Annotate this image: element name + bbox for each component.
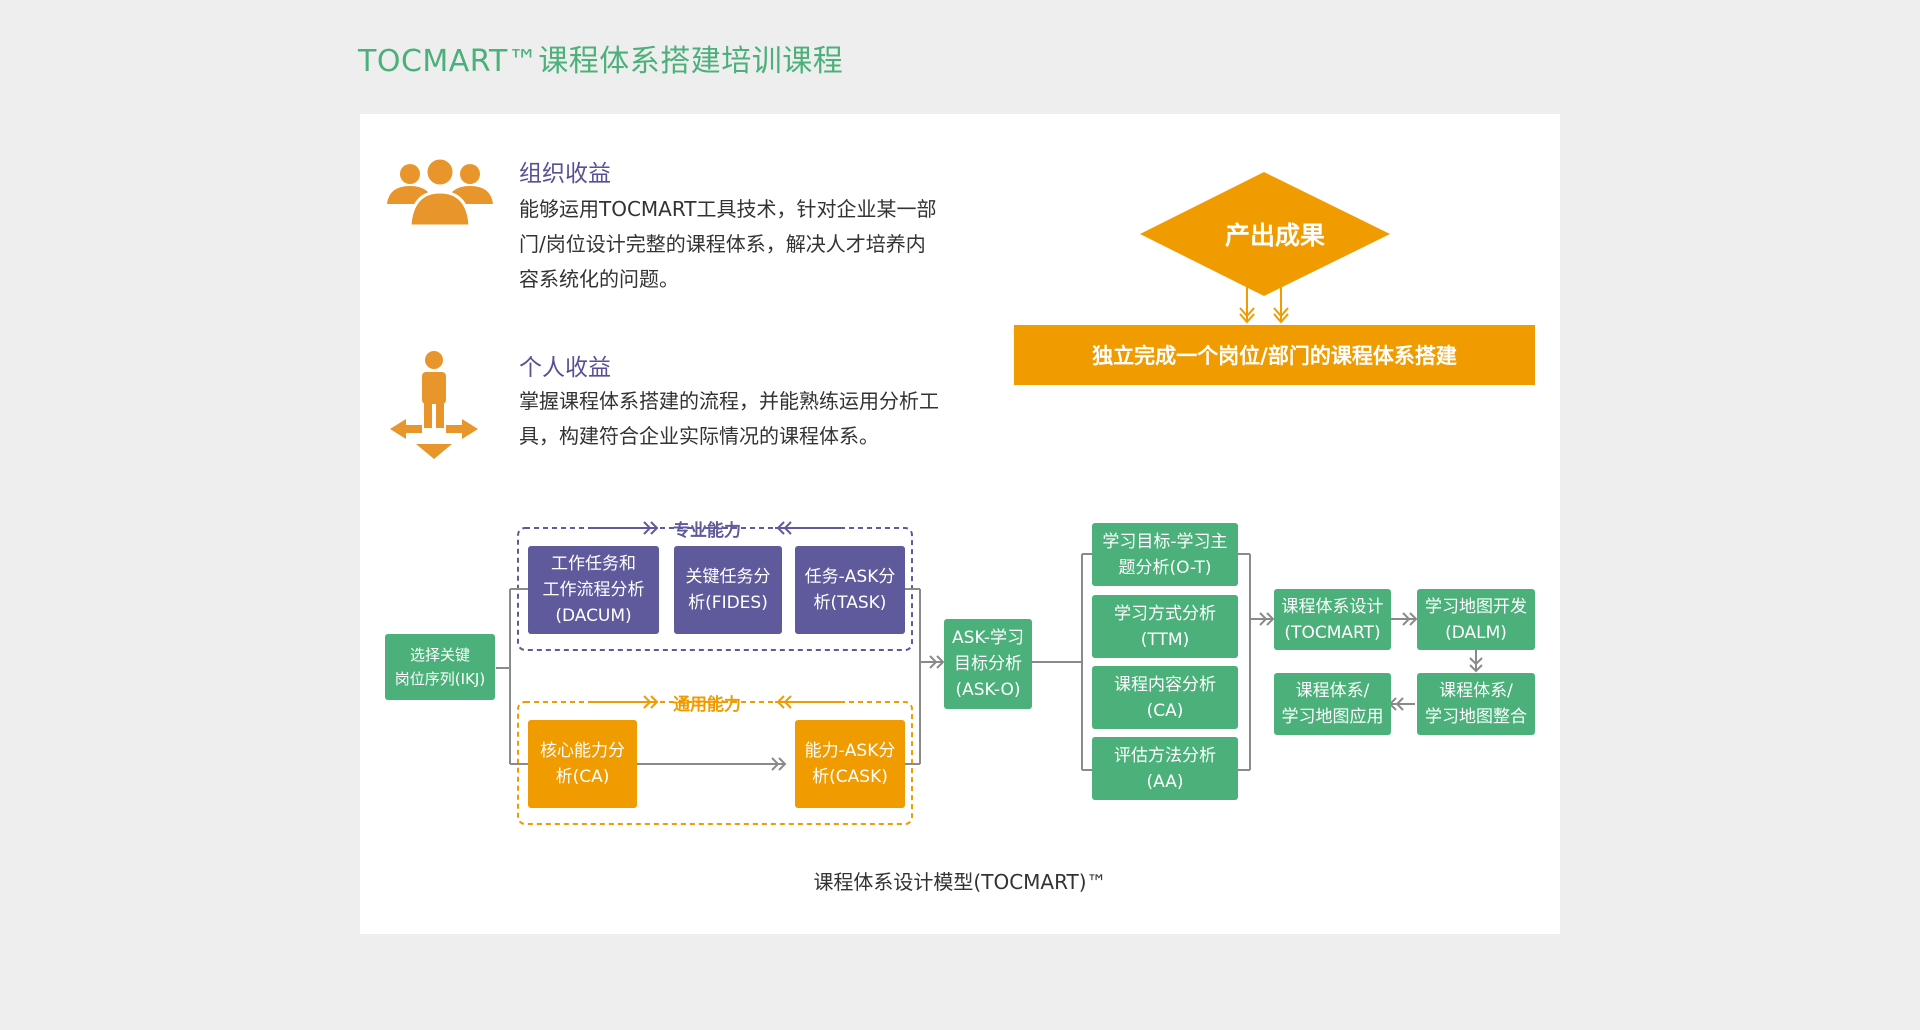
ttm-box-line: (TTM) <box>1140 629 1190 650</box>
org-benefit-line: 容系统化的问题。 <box>519 267 679 291</box>
integrate-box: 课程体系/ 学习地图整合 <box>1417 673 1535 735</box>
o-t-box-line: 学习目标-学习主 <box>1102 531 1228 552</box>
design-box-line: 课程体系设计 <box>1281 596 1384 617</box>
aa-box-line: (AA) <box>1146 771 1184 792</box>
o-t-box-line: 题分析(O-T) <box>1118 557 1212 578</box>
map-dev-box-line: (DALM) <box>1445 622 1507 643</box>
general-label-arrows <box>590 695 840 709</box>
dacum-box: 工作任务和 工作流程分析 (DACUM) <box>528 546 659 634</box>
design-box: 课程体系设计 (TOCMART) <box>1274 589 1391 650</box>
start-box-line: 岗位序列(IKJ) <box>394 670 486 688</box>
integrate-box-line: 课程体系/ <box>1439 681 1513 701</box>
org-benefit-title: 组织收益 <box>519 161 611 187</box>
output-bar: 独立完成一个岗位/部门的课程体系搭建 <box>1014 325 1535 385</box>
ttm-box: 学习方式分析 (TTM) <box>1092 595 1238 658</box>
dacum-box-line: (DACUM) <box>555 606 632 626</box>
dacum-box-line: 工作流程分析 <box>542 580 645 600</box>
professional-label: 专业能力 <box>673 521 741 541</box>
apply-box-line: 课程体系/ <box>1295 681 1370 701</box>
group-people-icon <box>387 156 493 228</box>
task-box-line: 析(TASK) <box>813 593 887 613</box>
output-diamond-label: 产出成果 <box>1224 221 1325 250</box>
map-dev-box-line: 学习地图开发 <box>1425 596 1527 617</box>
personal-benefit-text: 掌握课程体系搭建的流程，并能熟练运用分析工 具，构建符合企业实际情况的课程体系。 <box>519 384 999 454</box>
apply-box-line: 学习地图应用 <box>1281 707 1384 727</box>
personal-benefit-line: 掌握课程体系搭建的流程，并能熟练运用分析工 <box>519 389 939 413</box>
fides-box-line: 析(FIDES) <box>688 593 768 613</box>
integrate-box-line: 学习地图整合 <box>1425 707 1527 727</box>
ca-box-line: 析(CA) <box>555 767 610 787</box>
diagram-connectors <box>387 156 1483 825</box>
ca-content-box-line: (CA) <box>1146 700 1184 721</box>
diagram-caption: 课程体系设计模型(TOCMART)™ <box>813 870 1107 894</box>
apply-box: 课程体系/ 学习地图应用 <box>1274 673 1391 735</box>
cask-box: 能力-ASK分 析(CASK) <box>795 720 905 808</box>
aa-box-line: 评估方法分析 <box>1114 745 1216 766</box>
person-directions-icon <box>390 351 478 459</box>
content-card: 组织收益 能够运用TOCMART工具技术，针对企业某一部 门/岗位设计完整的课程… <box>360 114 1560 934</box>
start-box: 选择关键 岗位序列(IKJ) <box>385 634 495 700</box>
ca-content-box-line: 课程内容分析 <box>1114 674 1216 695</box>
org-benefit-line: 门/岗位设计完整的课程体系，解决人才培养内 <box>519 232 926 256</box>
cask-box-line: 能力-ASK分 <box>804 741 896 761</box>
output-diamond <box>1140 172 1390 296</box>
ttm-box-line: 学习方式分析 <box>1114 603 1216 624</box>
ask-box: ASK-学习 目标分析 (ASK-O) <box>944 619 1032 709</box>
personal-benefit-title: 个人收益 <box>519 355 611 381</box>
ask-box-line: 目标分析 <box>954 654 1022 674</box>
personal-benefit-line: 具，构建符合企业实际情况的课程体系。 <box>519 424 879 448</box>
flow-lines <box>496 553 1483 771</box>
ca-content-box: 课程内容分析 (CA) <box>1092 666 1238 729</box>
cask-box-line: 析(CASK) <box>812 767 888 787</box>
design-box-line: (TOCMART) <box>1284 622 1381 643</box>
aa-box: 评估方法分析 (AA) <box>1092 737 1238 800</box>
dacum-box-line: 工作任务和 <box>551 554 636 574</box>
ask-box-line: (ASK-O) <box>955 680 1021 700</box>
ask-box-line: ASK-学习 <box>952 628 1024 648</box>
start-box-line: 选择关键 <box>409 646 470 664</box>
page-title: TOCMART™课程体系搭建培训课程 <box>358 44 844 79</box>
org-benefit-line: 能够运用TOCMART工具技术，针对企业某一部 <box>519 197 937 221</box>
ca-box: 核心能力分 析(CA) <box>528 720 637 808</box>
ca-box-line: 核心能力分 <box>540 741 625 761</box>
org-benefit-text: 能够运用TOCMART工具技术，针对企业某一部 门/岗位设计完整的课程体系，解决… <box>519 192 999 297</box>
task-box-line: 任务-ASK分 <box>804 567 896 587</box>
professional-label-arrows <box>590 521 840 535</box>
fides-box-line: 关键任务分 <box>685 567 771 587</box>
general-label: 通用能力 <box>673 695 741 715</box>
task-box: 任务-ASK分 析(TASK) <box>795 546 905 634</box>
o-t-box: 学习目标-学习主 题分析(O-T) <box>1092 523 1238 586</box>
fides-box: 关键任务分 析(FIDES) <box>674 546 782 634</box>
map-dev-box: 学习地图开发 (DALM) <box>1417 589 1535 650</box>
down-arrows-icon <box>1239 274 1289 324</box>
